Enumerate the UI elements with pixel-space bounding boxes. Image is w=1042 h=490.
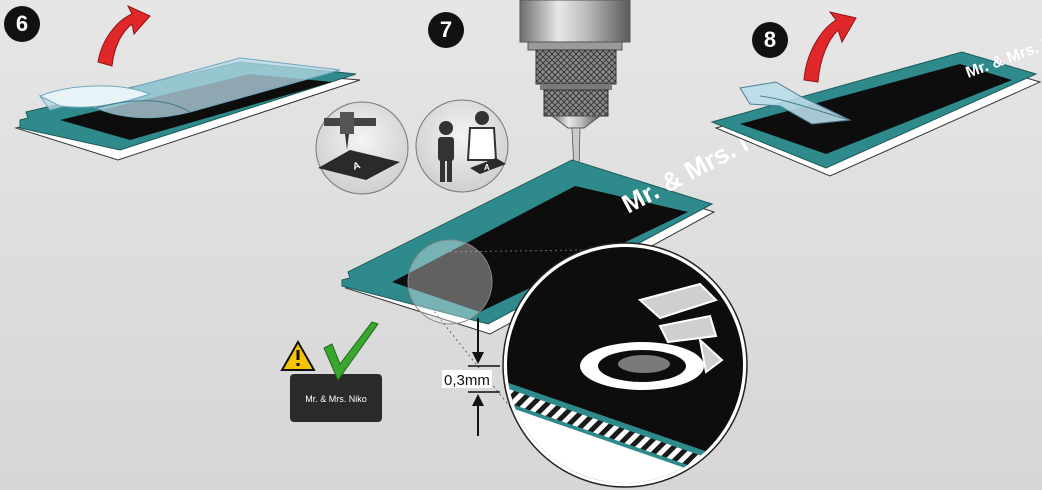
svg-text:A: A [484, 163, 490, 172]
sample-plate-text: Mr. & Mrs. Niko [305, 394, 367, 404]
step-8-plate: Mr. & Mrs. Niko [712, 26, 1042, 176]
engraving-machine-icon: A [316, 102, 408, 194]
operator-icon: A [416, 100, 508, 192]
depth-label: 0,3mm [444, 372, 490, 389]
peel-arrow-icon-8 [804, 12, 856, 82]
checkmark-icon [324, 322, 378, 380]
peel-arrow-icon-6 [98, 6, 150, 66]
depth-dimension: 0,3mm [442, 318, 500, 436]
magnifier-detail [500, 240, 760, 490]
sample-plate: Mr. & Mrs. Niko [290, 374, 382, 422]
warning-icon [282, 342, 314, 370]
step-6-plate [16, 58, 360, 160]
